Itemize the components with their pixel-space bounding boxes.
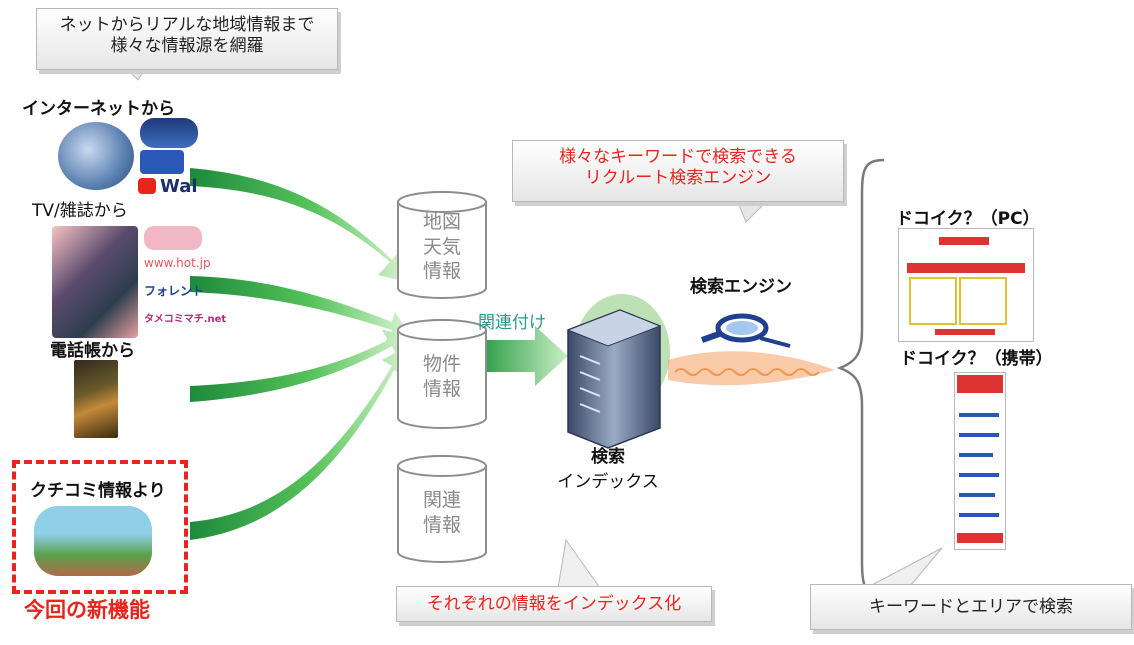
- db-property-line1: 物件: [422, 353, 461, 375]
- search-engine-label: 検索エンジン: [690, 277, 792, 297]
- db-property-line2: 情報: [422, 377, 461, 400]
- internet-logo-image: [140, 118, 198, 148]
- db-related-label: 関連 情報: [398, 488, 486, 537]
- internet-globe-image: [58, 122, 134, 190]
- callout-top-left-line2: 様々な情報源を網羅: [110, 36, 264, 57]
- magazine-stack-image: [52, 226, 138, 338]
- search-index-line2: インデックス: [557, 472, 659, 492]
- hotpepper-logo-text: www.hot.jp: [144, 256, 211, 270]
- callout-top-left: ネットからリアルな地域情報まで 様々な情報源を網羅: [36, 8, 338, 70]
- doko-mobile-screenshot: [954, 372, 1006, 550]
- search-index-line1: 検索: [591, 447, 625, 467]
- server-tower-icon: [566, 294, 670, 449]
- source-internet-title: インターネットから: [22, 99, 175, 119]
- source-arrows: [190, 168, 410, 540]
- magazine-logo-image: [144, 226, 202, 250]
- phonebook-image: [74, 360, 118, 438]
- callout-pointer-bottom-right: [869, 547, 943, 587]
- association-label: 関連付け: [478, 313, 546, 333]
- forent-logo-text: フォレント: [144, 284, 205, 298]
- db-map-line2: 天気: [422, 235, 461, 258]
- callout-top-center-line1: 様々なキーワードで検索できる: [559, 147, 797, 167]
- new-feature-label: 今回の新機能: [24, 598, 150, 622]
- search-engine-icon: [701, 313, 791, 348]
- search-index-label: 検索 インデックス: [548, 442, 668, 492]
- db-related-line2: 情報: [422, 513, 461, 536]
- walker-logo-text: Wal: [160, 176, 198, 197]
- callout-pointer-bottom-center: [557, 538, 601, 589]
- result-brace: [836, 158, 885, 598]
- walker-logo-image: [138, 178, 156, 194]
- new-feature-box: [12, 460, 188, 594]
- tamekomi-logo-text: タメコミマチ.net: [144, 314, 227, 325]
- internet-logo-image-2: [140, 150, 184, 174]
- callout-bottom-center: それぞれの情報をインデックス化: [396, 586, 712, 622]
- callout-bottom-right-text: キーワードとエリアで検索: [869, 597, 1073, 617]
- callout-top-left-line1: ネットからリアルな地域情報まで: [59, 15, 315, 35]
- doko-pc-screenshot: [898, 228, 1034, 342]
- db-map-line1: 地図: [422, 211, 461, 233]
- town-illustration-image: [34, 506, 152, 576]
- db-related-line1: 関連: [422, 489, 461, 511]
- callout-top-center: 様々なキーワードで検索できる リクルート検索エンジン: [512, 140, 844, 202]
- doko-mobile-title: ドコイク？（携帯）: [900, 349, 1053, 369]
- callout-bottom-center-text: それぞれの情報をインデックス化: [426, 594, 682, 614]
- callout-top-center-line2: リクルート検索エンジン: [584, 168, 772, 189]
- db-map-line3: 情報: [422, 260, 461, 283]
- doko-pc-title: ドコイク？（PC）: [896, 209, 1040, 229]
- database-cylinders: [397, 191, 487, 563]
- association-arrow: [480, 326, 568, 386]
- source-phonebook-title: 電話帳から: [50, 341, 135, 361]
- source-tv-magazine-title: TV/雑誌から: [32, 201, 128, 221]
- source-kuchikomi-title: クチコミ情報より: [30, 481, 166, 501]
- db-map-weather-label: 地図 天気 情報: [398, 210, 486, 284]
- db-property-label: 物件 情報: [398, 352, 486, 401]
- callout-bottom-right: キーワードとエリアで検索: [810, 584, 1132, 630]
